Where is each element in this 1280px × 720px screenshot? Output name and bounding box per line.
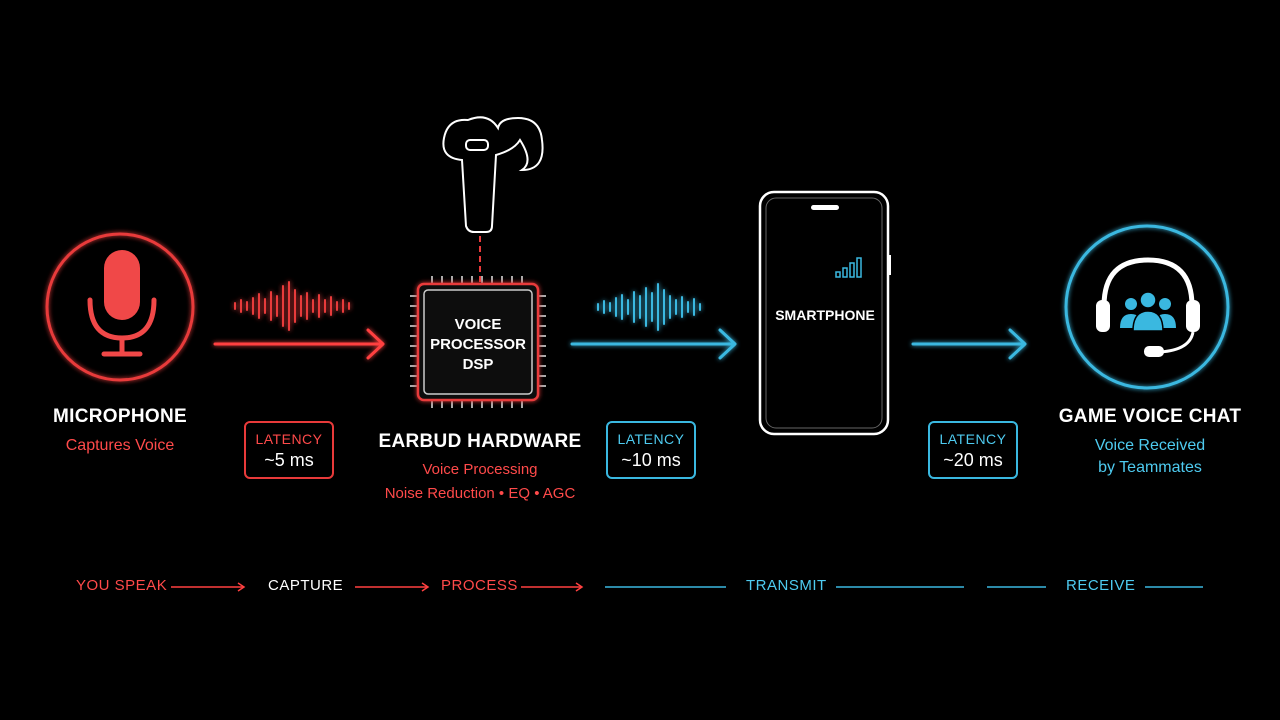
latency-label-1: LATENCY [255, 431, 323, 447]
earbud-icon [442, 116, 544, 233]
stage-you-speak: YOU SPEAK [76, 577, 168, 594]
earbud-subtitle-2: Noise Reduction • EQ • AGC [384, 485, 576, 502]
stage-receive: RECEIVE [1066, 577, 1136, 594]
game-chat-subtitle-1: Voice Received [1094, 437, 1206, 454]
stage-transmit: TRANSMIT [746, 577, 827, 594]
headset-team-icon [1096, 257, 1200, 357]
earbud-title: EARBUD HARDWARE [378, 431, 582, 452]
latency-box-1: LATENCY ~5 ms [244, 421, 334, 479]
game-chat-node [1064, 224, 1230, 390]
waveform-red [234, 281, 350, 331]
stage-process: PROCESS [441, 577, 518, 594]
arrow-mic-to-earbud [213, 328, 385, 360]
game-chat-subtitle-2: by Teammates [1098, 459, 1202, 476]
microphone-node [45, 232, 195, 382]
dsp-chip [410, 276, 546, 408]
latency-label-3: LATENCY [939, 431, 1007, 447]
game-chat-title: GAME VOICE CHAT [1058, 406, 1242, 427]
smartphone-node [758, 190, 891, 436]
latency-value-1: ~5 ms [264, 450, 314, 470]
microphone-icon [87, 250, 157, 357]
latency-box-3: LATENCY ~20 ms [928, 421, 1018, 479]
microphone-subtitle: Captures Voice [65, 437, 175, 454]
latency-box-2: LATENCY ~10 ms [606, 421, 696, 479]
chip-label-line-3: DSP [462, 356, 494, 373]
latency-label-2: LATENCY [617, 431, 685, 447]
timeline-connectors [171, 582, 1203, 592]
arrow-phone-to-chat [911, 328, 1027, 360]
latency-value-3: ~20 ms [943, 450, 1003, 470]
chip-label-line-1: VOICE [454, 316, 502, 333]
arrow-earbud-to-phone [570, 328, 737, 360]
smartphone-label: SMARTPHONE [775, 307, 875, 323]
waveform-blue [597, 283, 701, 331]
signal-bars-icon [835, 257, 862, 278]
stage-capture: CAPTURE [268, 577, 344, 594]
microphone-title: MICROPHONE [53, 406, 187, 427]
chip-label-line-2: PROCESSOR [430, 336, 526, 353]
earbud-subtitle-1: Voice Processing [422, 461, 538, 478]
latency-value-2: ~10 ms [621, 450, 681, 470]
dsp-chip-label: VOICE PROCESSOR DSP [418, 315, 538, 375]
